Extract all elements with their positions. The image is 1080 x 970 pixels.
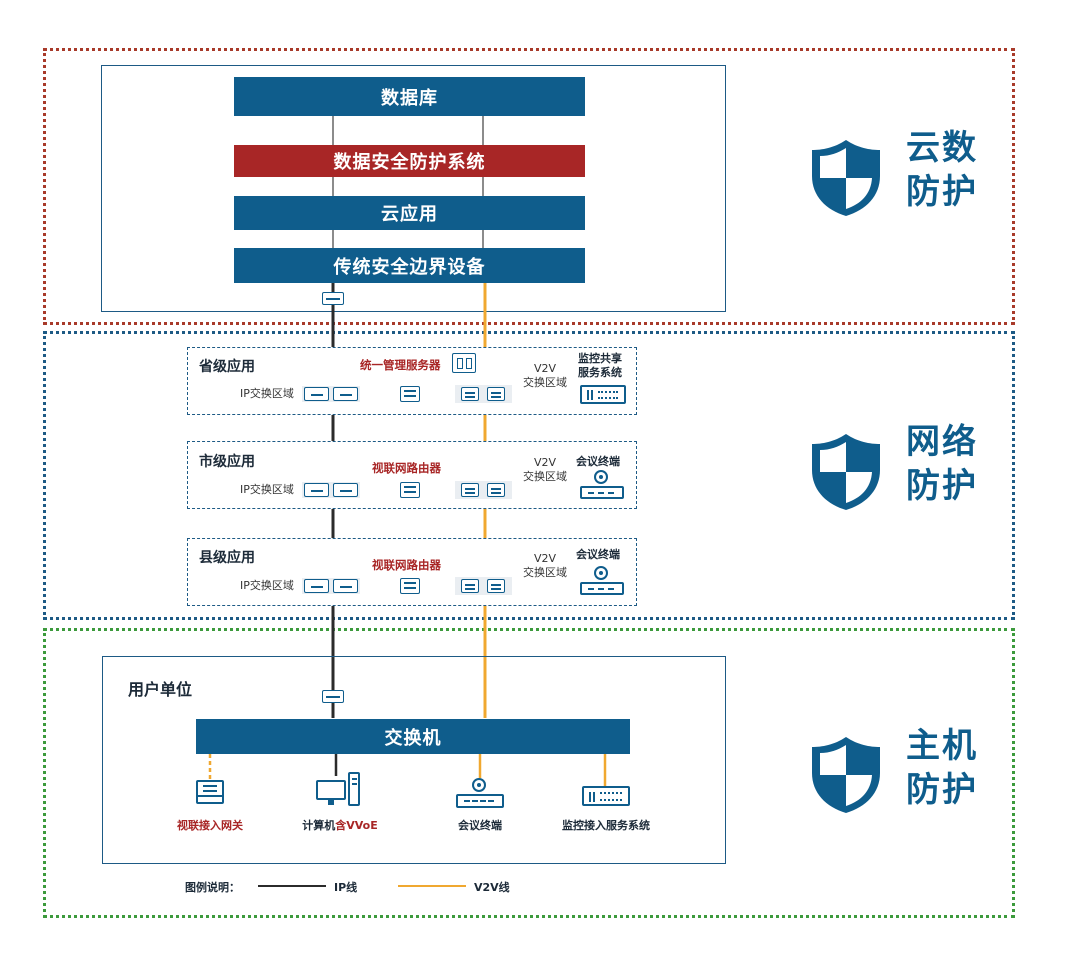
camera-terminal-icon bbox=[456, 778, 504, 810]
region-county bbox=[187, 538, 637, 606]
v2v-zone-label: V2V 交换区域 bbox=[523, 362, 567, 389]
cloud-frame bbox=[101, 65, 726, 312]
router-icon bbox=[400, 386, 420, 402]
v2v-switch-icon bbox=[455, 481, 512, 499]
firewall-icon bbox=[322, 292, 344, 305]
router-icon bbox=[400, 482, 420, 498]
shield-icon bbox=[812, 140, 880, 216]
region-end-label: 会议终端 bbox=[576, 455, 620, 468]
data-security-bar: 数据安全防护系统 bbox=[234, 145, 585, 177]
zone-label-cloud: 云数 防护 bbox=[906, 128, 978, 212]
switch-bar: 交换机 bbox=[196, 719, 630, 754]
user-unit-frame bbox=[102, 656, 726, 864]
region-end-label: 监控共享 服务系统 bbox=[578, 352, 622, 379]
endpoint-terminal-label: 会议终端 bbox=[458, 819, 502, 832]
computer-icon bbox=[316, 772, 360, 808]
switch-icon bbox=[302, 386, 360, 402]
v2v-switch-icon bbox=[455, 385, 512, 403]
region-city-title: 市级应用 bbox=[199, 454, 255, 470]
zone-label-host: 主机 防护 bbox=[906, 726, 978, 810]
user-unit-title: 用户单位 bbox=[128, 680, 193, 699]
legend-v2v-line: V2V线 bbox=[474, 881, 510, 894]
region-provincial-title: 省级应用 bbox=[199, 359, 255, 375]
endpoint-monitor-label: 监控接入服务系统 bbox=[562, 819, 650, 832]
computer-label-prefix: 计算机 bbox=[302, 819, 336, 832]
region-provincial bbox=[187, 347, 637, 415]
ip-zone-label: IP交换区域 bbox=[240, 387, 294, 400]
router-icon bbox=[400, 578, 420, 594]
region-county-title: 县级应用 bbox=[199, 550, 255, 566]
switch-icon bbox=[302, 482, 360, 498]
endpoint-computer-label: 计算机含VVoE bbox=[285, 817, 395, 833]
server-icon bbox=[452, 353, 476, 373]
computer-label-suffix: 含VVoE bbox=[335, 819, 378, 832]
ip-zone-label: IP交换区域 bbox=[240, 483, 294, 496]
shield-icon bbox=[812, 737, 880, 813]
switch-icon bbox=[302, 578, 360, 594]
cloud-app-bar: 云应用 bbox=[234, 196, 585, 230]
v2v-zone-label: V2V 交换区域 bbox=[523, 456, 567, 483]
ip-zone-label: IP交换区域 bbox=[240, 579, 294, 592]
region-end-label: 会议终端 bbox=[576, 548, 620, 561]
cloud-protection-zone bbox=[43, 48, 1015, 325]
v2v-zone-label: V2V 交换区域 bbox=[523, 552, 567, 579]
v2v-switch-icon bbox=[455, 577, 512, 595]
database-bar: 数据库 bbox=[234, 77, 585, 116]
legend-title: 图例说明： bbox=[185, 881, 240, 894]
monitor-system-icon bbox=[580, 385, 626, 404]
camera-terminal-icon bbox=[580, 566, 624, 598]
endpoint-gateway-label: 视联接入网关 bbox=[177, 819, 243, 832]
legend-ip-line: IP线 bbox=[334, 881, 358, 894]
network-protection-zone bbox=[43, 331, 1015, 620]
shield-icon bbox=[812, 434, 880, 510]
zone-label-network: 网络 防护 bbox=[906, 422, 978, 506]
camera-terminal-icon bbox=[580, 470, 624, 502]
firewall-icon bbox=[322, 690, 344, 703]
region-device-label: 统一管理服务器 bbox=[360, 358, 441, 372]
host-protection-zone bbox=[43, 628, 1015, 918]
boundary-device-bar: 传统安全边界设备 bbox=[234, 248, 585, 283]
monitor-system-icon bbox=[582, 786, 630, 806]
region-device-label: 视联网路由器 bbox=[372, 461, 441, 475]
gateway-icon bbox=[196, 780, 224, 804]
region-device-label: 视联网路由器 bbox=[372, 558, 441, 572]
